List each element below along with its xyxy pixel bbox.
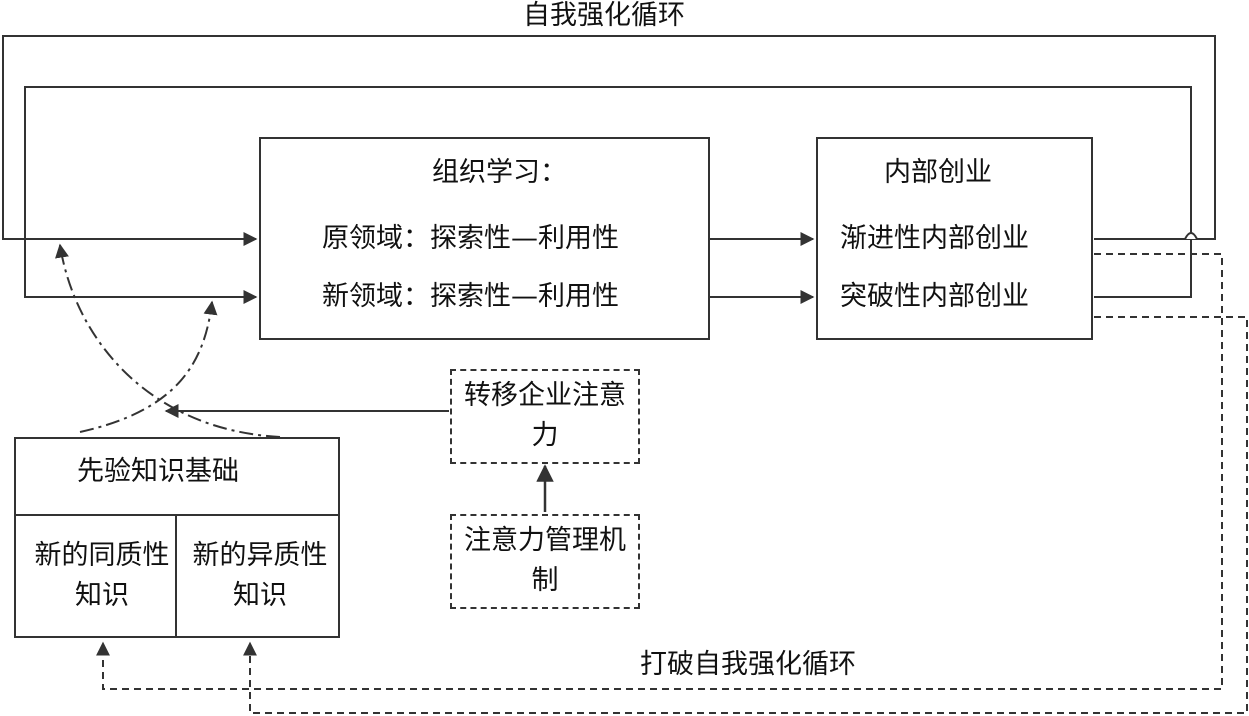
dashed-incremental-to-homogeneous [96, 253, 1223, 690]
curve-knowledge-to-original [55, 243, 281, 438]
self-reinforcing-loop-label: 自我强化循环 [523, 0, 685, 31]
prior-knowledge-box [14, 437, 340, 638]
inner-loop-line [24, 86, 1192, 304]
line-crossing-hop [1184, 232, 1198, 240]
attention-shift-box [450, 369, 640, 464]
radical-venturing: 突破性内部创业 [840, 281, 1029, 312]
prior-knowledge-title: 先验知识基础 [77, 456, 239, 487]
org-learning-original-domain: 原领域：探索性—利用性 [322, 223, 619, 254]
break-loop-label: 打破自我强化循环 [640, 649, 856, 680]
org-learning-title: 组织学习： [432, 157, 567, 188]
prior-knowledge-divider [14, 514, 340, 516]
incremental-venturing: 渐进性内部创业 [840, 223, 1029, 254]
attention-mechanism-label: 注意力管理机制 [464, 525, 626, 596]
attention-mechanism-box [450, 514, 640, 609]
curve-knowledge-to-new [79, 300, 218, 433]
org-learning-new-domain: 新领域：探索性—利用性 [322, 281, 619, 312]
homogeneous-knowledge: 新的同质性知识 [34, 540, 170, 611]
dashed-radical-to-heterogeneous [243, 316, 1248, 714]
heterogeneous-knowledge: 新的异质性知识 [192, 540, 328, 611]
org-learning-box [259, 137, 710, 340]
internal-venturing-box [816, 137, 1093, 340]
prior-knowledge-split [175, 514, 177, 638]
internal-venturing-title: 内部创业 [884, 157, 992, 188]
attention-shift-label: 转移企业注意力 [464, 380, 626, 451]
